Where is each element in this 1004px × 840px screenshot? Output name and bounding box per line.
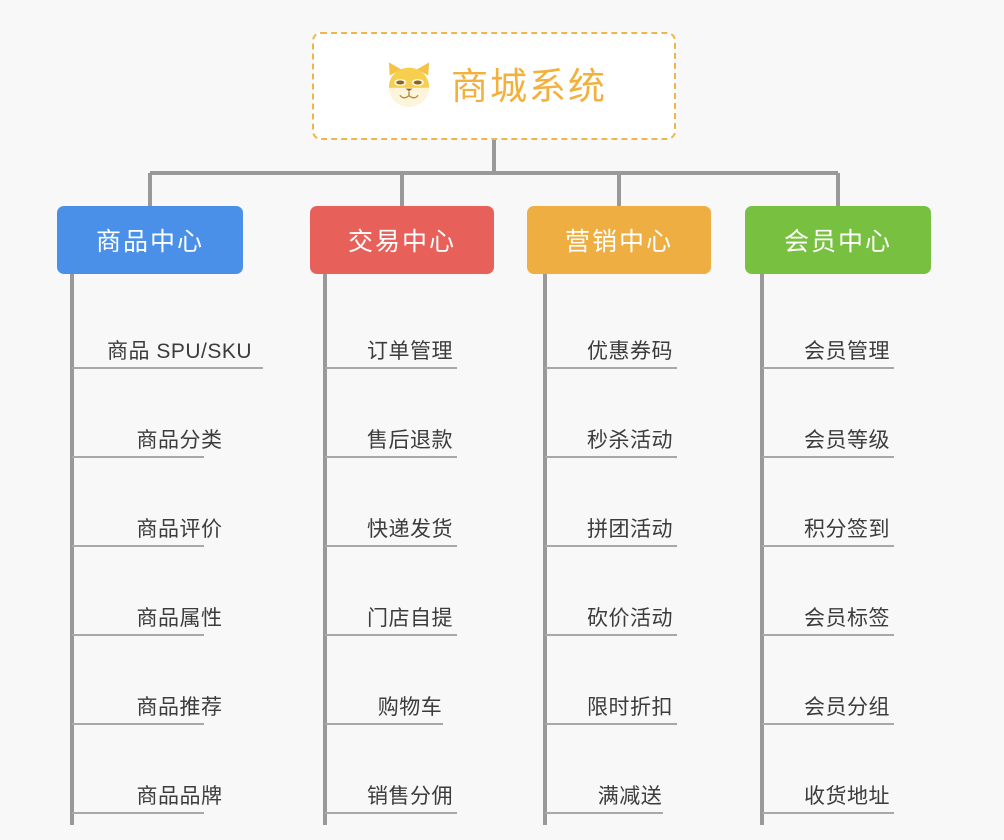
leaf-item-label: 销售分佣 [367, 784, 453, 808]
leaf-item-rule [762, 545, 894, 547]
category-header-3[interactable]: 营销中心 [527, 206, 711, 274]
leaf-item-rule [762, 367, 894, 369]
leaf-item[interactable]: 商品品牌 [72, 725, 287, 814]
leaf-item[interactable]: 拼团活动 [545, 458, 715, 547]
leaf-item-rule [325, 545, 457, 547]
leaf-item-label: 快递发货 [367, 517, 453, 541]
leaf-item-label: 会员等级 [804, 428, 890, 452]
leaf-item-label: 优惠券码 [587, 339, 673, 363]
leaf-item-label: 砍价活动 [587, 606, 673, 630]
leaf-item[interactable]: 满减送 [545, 725, 715, 814]
root-title: 商城系统 [451, 65, 607, 107]
leaf-item-rule [762, 812, 894, 814]
leaf-item-rule [72, 812, 204, 814]
leaf-item[interactable]: 会员管理 [762, 280, 932, 369]
leaf-item-label: 积分签到 [804, 517, 890, 541]
leaf-item-rule [545, 723, 677, 725]
leaf-item[interactable]: 会员标签 [762, 547, 932, 636]
leaf-item-label: 会员分组 [804, 695, 890, 719]
leaf-item[interactable]: 秒杀活动 [545, 369, 715, 458]
leaf-item-label: 秒杀活动 [587, 428, 673, 452]
leaf-item[interactable]: 商品推荐 [72, 636, 287, 725]
leaf-column-1: 商品 SPU/SKU 商品分类商品评价商品属性商品推荐商品品牌 [72, 280, 287, 814]
category-header-3-label: 营销中心 [564, 228, 673, 256]
category-header-4-label: 会员中心 [783, 228, 892, 256]
leaf-item-rule [762, 634, 894, 636]
leaf-item-rule [325, 723, 443, 725]
leaf-item[interactable]: 订单管理 [325, 280, 495, 369]
leaf-item-label: 购物车 [377, 695, 443, 719]
leaf-item-label: 商品分类 [136, 428, 223, 452]
leaf-column-3: 优惠券码秒杀活动拼团活动砍价活动限时折扣满减送 [545, 280, 715, 814]
category-header-1-label: 商品中心 [95, 228, 204, 256]
leaf-item-rule [325, 812, 457, 814]
leaf-item[interactable]: 快递发货 [325, 458, 495, 547]
leaf-item[interactable]: 限时折扣 [545, 636, 715, 725]
leaf-item-rule [545, 545, 677, 547]
leaf-item-rule [545, 812, 663, 814]
leaf-item-rule [72, 723, 204, 725]
leaf-item-rule [72, 456, 204, 458]
leaf-item-label: 商品品牌 [136, 784, 223, 808]
leaf-item-label: 商品推荐 [136, 695, 223, 719]
leaf-item-rule [72, 545, 204, 547]
leaf-item[interactable]: 积分签到 [762, 458, 932, 547]
leaf-item-rule [545, 634, 677, 636]
leaf-item-label: 售后退款 [367, 428, 453, 452]
leaf-item-label: 门店自提 [367, 606, 453, 630]
leaf-item-label: 会员管理 [804, 339, 890, 363]
leaf-item[interactable]: 商品分类 [72, 369, 287, 458]
leaf-item-label: 收货地址 [804, 784, 890, 808]
leaf-item[interactable]: 优惠券码 [545, 280, 715, 369]
shiba-dog-face-icon [381, 58, 437, 114]
leaf-item[interactable]: 会员等级 [762, 369, 932, 458]
leaf-item[interactable]: 商品评价 [72, 458, 287, 547]
leaf-item[interactable]: 会员分组 [762, 636, 932, 725]
leaf-item[interactable]: 商品属性 [72, 547, 287, 636]
leaf-item-rule [545, 367, 677, 369]
category-header-1[interactable]: 商品中心 [57, 206, 243, 274]
leaf-item-rule [545, 456, 677, 458]
leaf-item-label: 会员标签 [804, 606, 890, 630]
leaf-item-rule [762, 723, 894, 725]
root-node[interactable]: 商城系统 [312, 32, 676, 140]
leaf-item-rule [325, 367, 457, 369]
leaf-item-rule [72, 367, 263, 369]
leaf-column-4: 会员管理会员等级积分签到会员标签会员分组收货地址 [762, 280, 932, 814]
leaf-item[interactable]: 门店自提 [325, 547, 495, 636]
leaf-item-rule [762, 456, 894, 458]
leaf-item-label: 商品属性 [136, 606, 223, 630]
category-header-2[interactable]: 交易中心 [310, 206, 494, 274]
leaf-item-label: 商品评价 [136, 517, 223, 541]
leaf-item[interactable]: 售后退款 [325, 369, 495, 458]
leaf-item[interactable]: 购物车 [325, 636, 495, 725]
leaf-item-rule [72, 634, 204, 636]
leaf-item[interactable]: 销售分佣 [325, 725, 495, 814]
leaf-item-label: 商品 SPU/SKU [106, 339, 253, 363]
leaf-item[interactable]: 收货地址 [762, 725, 932, 814]
leaf-item-label: 拼团活动 [587, 517, 673, 541]
leaf-column-2: 订单管理售后退款快递发货门店自提购物车销售分佣 [325, 280, 495, 814]
leaf-item-label: 满减送 [597, 784, 663, 808]
leaf-item[interactable]: 商品 SPU/SKU [72, 280, 287, 369]
leaf-item-rule [325, 634, 457, 636]
category-header-2-label: 交易中心 [347, 228, 456, 256]
leaf-item-label: 订单管理 [367, 339, 453, 363]
category-header-4[interactable]: 会员中心 [745, 206, 931, 274]
leaf-item-label: 限时折扣 [587, 695, 673, 719]
leaf-item-rule [325, 456, 457, 458]
leaf-item[interactable]: 砍价活动 [545, 547, 715, 636]
